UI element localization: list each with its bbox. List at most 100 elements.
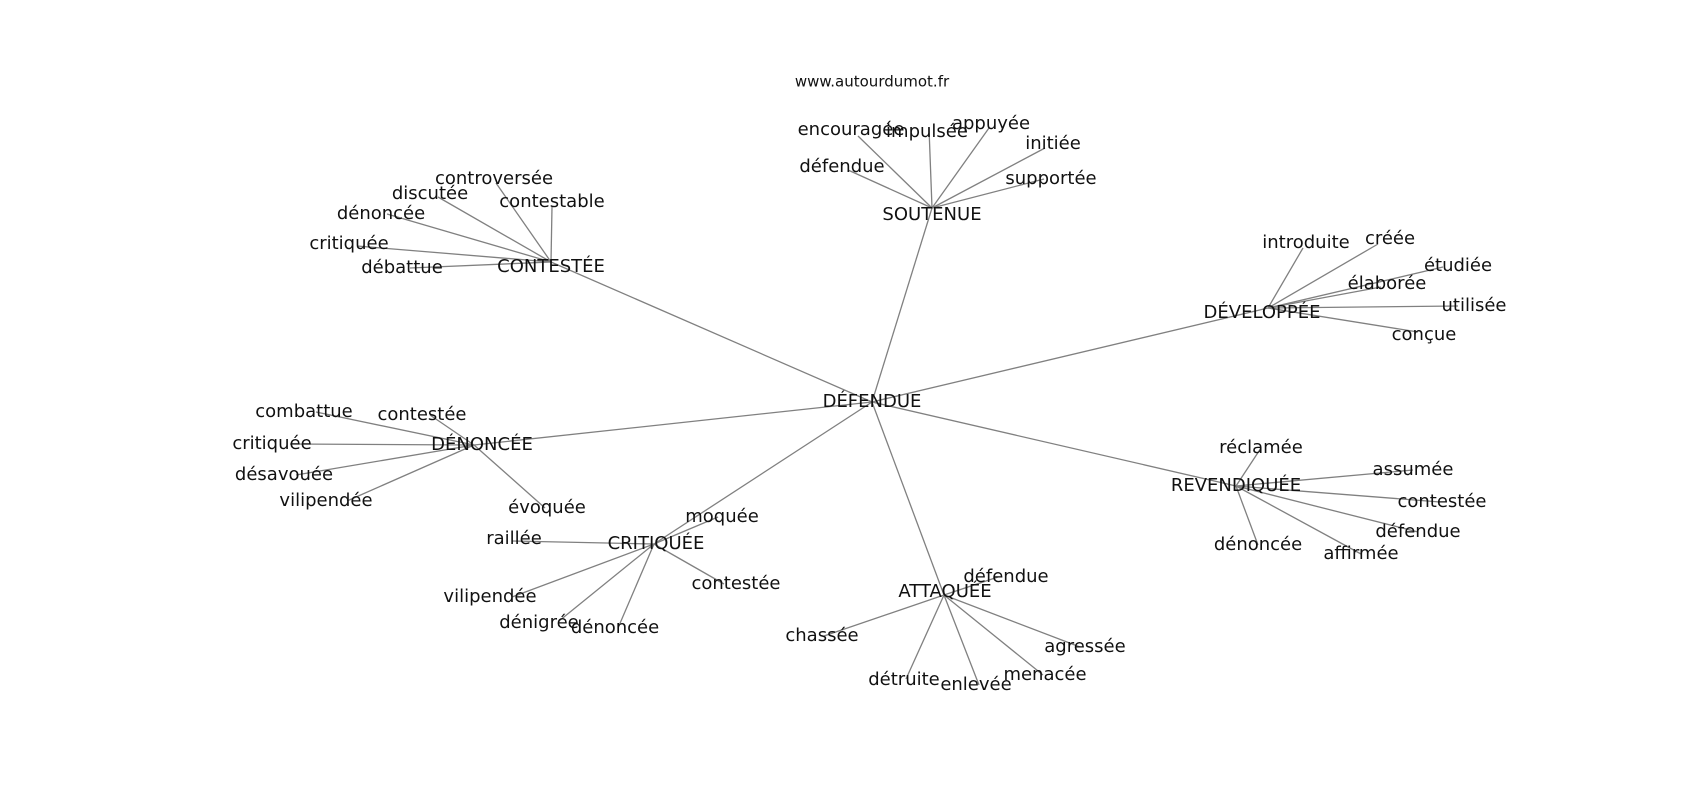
edge-cluster-1-word-6 [931, 178, 1045, 209]
edge-cluster-3-word-3 [1267, 266, 1444, 309]
edge-cluster-7-word-4 [1235, 485, 1419, 533]
edge-cluster-3-word-6 [1267, 307, 1419, 333]
word-node-2-5[interactable]: critiquée [309, 233, 388, 254]
word-node-5-5[interactable]: dénigrée [499, 612, 579, 633]
edge-cluster-7-word-1 [1235, 447, 1262, 487]
edge-cluster-7-word-3 [1235, 485, 1441, 503]
edge-cluster-4-word-1 [315, 411, 475, 446]
edge-cluster-7-word-5 [1235, 485, 1259, 546]
edge-center-to-3 [871, 307, 1269, 403]
edge-center-to-4 [473, 401, 873, 446]
labels: DÉFENDUE SOUTENUE encouragéeimpulséeappuyé… [232, 113, 1506, 695]
edge-cluster-5-word-1 [653, 516, 719, 545]
word-node-2-3[interactable]: contestable [499, 191, 604, 212]
cluster-node-4[interactable]: DÉNONCÉE [431, 433, 533, 455]
word-node-6-2[interactable]: chassée [785, 625, 858, 646]
word-node-2-4[interactable]: dénoncée [337, 203, 425, 224]
edge-cluster-7-word-6 [1235, 485, 1362, 555]
watermark: www.autourdumot.fr [795, 73, 950, 91]
edge-cluster-2-word-5 [356, 245, 552, 263]
edge-cluster-2-word-2 [437, 196, 552, 263]
word-node-3-6[interactable]: conçue [1392, 324, 1457, 345]
edge-cluster-2-word-4 [386, 213, 552, 263]
word-node-2-1[interactable]: controversée [435, 168, 553, 189]
word-node-4-2[interactable]: contestée [377, 404, 466, 425]
word-node-7-2[interactable]: assumée [1373, 459, 1454, 480]
word-node-6-6[interactable]: enlevée [940, 674, 1011, 695]
cluster-node-3[interactable]: DÉVELOPPÉE [1204, 301, 1321, 323]
edge-cluster-5-word-2 [511, 540, 655, 545]
edge-cluster-6-word-6 [943, 594, 980, 686]
edge-cluster-4-word-2 [429, 414, 475, 446]
edge-cluster-6-word-2 [823, 594, 945, 637]
edge-cluster-3-word-1 [1267, 247, 1304, 309]
edge-cluster-5-word-5 [558, 543, 655, 622]
word-node-4-6[interactable]: évoquée [508, 497, 586, 518]
edge-cluster-4-word-6 [473, 444, 546, 509]
word-node-5-4[interactable]: contestée [691, 573, 780, 594]
cluster-node-2[interactable]: CONTESTÉE [497, 255, 605, 277]
edge-cluster-6-word-1 [943, 576, 999, 596]
word-node-6-1[interactable]: défendue [963, 566, 1048, 587]
word-node-5-3[interactable]: vilipendée [443, 586, 536, 607]
word-node-5-1[interactable]: moquée [685, 506, 759, 527]
cluster-node-5[interactable]: CRITIQUÉE [608, 532, 705, 554]
word-node-1-6[interactable]: supportée [1005, 168, 1096, 189]
word-node-6-5[interactable]: détruite [868, 669, 940, 690]
word-node-4-1[interactable]: combattue [255, 401, 353, 422]
edge-cluster-4-word-3 [289, 443, 475, 446]
edge-cluster-3-word-5 [1267, 305, 1459, 309]
edge-cluster-1-word-3 [931, 127, 990, 209]
edge-center-to-2 [550, 261, 873, 403]
word-node-5-2[interactable]: raillée [486, 528, 542, 549]
edge-center-to-1 [871, 207, 933, 403]
edge-cluster-4-word-5 [346, 444, 475, 502]
edge-cluster-6-word-5 [905, 594, 945, 680]
edge-cluster-1-word-2 [928, 127, 933, 209]
word-node-7-4[interactable]: défendue [1375, 521, 1460, 542]
word-node-7-1[interactable]: réclamée [1219, 437, 1303, 458]
word-node-7-5[interactable]: dénoncée [1214, 534, 1302, 555]
edges [289, 127, 1459, 686]
word-node-3-5[interactable]: utilisée [1442, 295, 1507, 316]
edge-cluster-2-word-6 [409, 261, 552, 269]
cluster-node-1[interactable]: SOUTENUE [882, 204, 981, 225]
edge-cluster-7-word-2 [1235, 469, 1414, 487]
word-node-4-5[interactable]: vilipendée [279, 490, 372, 511]
word-node-7-6[interactable]: affirmée [1323, 543, 1398, 564]
word-node-1-1[interactable]: encouragée [798, 119, 905, 140]
word-node-3-3[interactable]: étudiée [1424, 255, 1492, 276]
edge-cluster-1-word-4 [931, 147, 1046, 209]
edge-cluster-3-word-4 [1267, 286, 1382, 309]
edge-center-to-6 [871, 401, 945, 596]
word-node-5-6[interactable]: dénoncée [571, 617, 659, 638]
word-node-1-4[interactable]: initiée [1025, 133, 1081, 154]
cluster-node-6[interactable]: ATTAQUÉE [898, 580, 991, 602]
edge-cluster-2-word-3 [550, 206, 553, 263]
word-node-1-5[interactable]: défendue [799, 156, 884, 177]
word-node-2-6[interactable]: débattue [361, 257, 443, 278]
word-node-3-2[interactable]: créée [1365, 228, 1415, 249]
word-node-6-4[interactable]: menacée [1003, 664, 1086, 685]
word-node-3-4[interactable]: élaborée [1348, 273, 1427, 294]
word-node-1-2[interactable]: impulsée [886, 121, 968, 142]
edge-cluster-1-word-1 [857, 135, 933, 209]
edge-center-to-5 [653, 401, 873, 545]
word-node-6-3[interactable]: agressée [1044, 636, 1125, 657]
edge-cluster-1-word-5 [847, 169, 933, 209]
word-node-4-3[interactable]: critiquée [232, 433, 311, 454]
word-node-4-4[interactable]: désavouée [235, 464, 333, 485]
word-node-2-2[interactable]: discutée [392, 183, 468, 204]
edge-cluster-5-word-6 [617, 543, 655, 629]
word-node-7-3[interactable]: contestée [1397, 491, 1486, 512]
edge-cluster-3-word-2 [1267, 243, 1379, 309]
word-node-1-3[interactable]: appuyée [952, 113, 1030, 134]
word-node-3-1[interactable]: introduite [1262, 232, 1349, 253]
edge-cluster-6-word-4 [943, 594, 1044, 676]
edge-cluster-6-word-3 [943, 594, 1081, 648]
edge-cluster-5-word-3 [511, 543, 655, 598]
edge-cluster-5-word-4 [653, 543, 725, 585]
center-node[interactable]: DÉFENDUE [823, 390, 922, 412]
cluster-node-7[interactable]: REVENDIQUÉE [1171, 474, 1301, 496]
